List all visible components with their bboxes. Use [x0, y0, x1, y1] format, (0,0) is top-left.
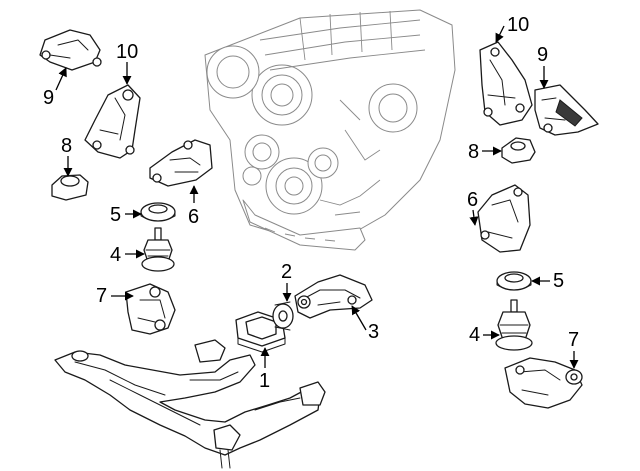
bracket-6-right	[477, 184, 531, 253]
callout-8-left: 8	[61, 135, 73, 177]
bracket-9-right	[534, 84, 599, 136]
bracket-6-left	[149, 139, 213, 187]
callout-number: 9	[537, 44, 548, 66]
bracket-10-left	[84, 84, 141, 159]
callout-8-right: 8	[468, 141, 502, 163]
callout-5-right: 5	[531, 270, 564, 292]
insulator-5-left	[140, 202, 176, 222]
bushing-2	[272, 301, 294, 331]
callout-3: 3	[351, 305, 379, 343]
callout-number: 7	[96, 285, 107, 307]
callout-number: 4	[469, 324, 480, 346]
callout-number: 10	[507, 14, 529, 36]
callout-number: 2	[281, 261, 292, 283]
callout-7-right: 7	[568, 329, 579, 369]
callout-10-top-right: 10	[495, 14, 529, 43]
callout-number: 8	[468, 141, 479, 163]
callout-2: 2	[281, 261, 292, 302]
mount-1	[235, 311, 286, 353]
bracket-7-right	[504, 357, 583, 409]
callout-6-right: 6	[467, 189, 479, 226]
bracket-7-left	[125, 283, 176, 335]
bracket-10-right	[479, 41, 533, 126]
callout-number: 4	[110, 244, 121, 266]
insulator-5-right	[496, 271, 532, 291]
callout-4-left: 4	[110, 244, 145, 266]
callout-number: 5	[110, 204, 121, 226]
mount-4-left	[141, 227, 175, 272]
bracket-3	[294, 274, 373, 319]
mount-8-left	[51, 174, 89, 201]
subframe-crossmember	[54, 339, 326, 469]
callout-number: 5	[553, 270, 564, 292]
callout-9-top-left: 9	[43, 67, 67, 109]
callout-9-right: 9	[537, 44, 549, 89]
callout-number: 8	[61, 135, 72, 157]
callout-4-right: 4	[469, 324, 500, 346]
callout-10-top-left: 10	[116, 41, 138, 85]
callout-1: 1	[259, 347, 270, 392]
callout-6-left: 6	[188, 185, 199, 228]
callout-number: 1	[259, 370, 270, 392]
callout-number: 6	[467, 189, 478, 211]
mount-8-right	[501, 137, 536, 164]
callout-7-left: 7	[96, 285, 134, 307]
callout-5-left: 5	[110, 204, 142, 226]
callout-number: 9	[43, 87, 54, 109]
callout-number: 6	[188, 206, 199, 228]
callout-number: 3	[368, 321, 379, 343]
callout-number: 7	[568, 329, 579, 351]
bracket-9-left	[39, 29, 102, 71]
mount-4-right	[495, 299, 533, 351]
callout-number: 10	[116, 41, 138, 63]
engine-block-illustration	[204, 9, 456, 251]
